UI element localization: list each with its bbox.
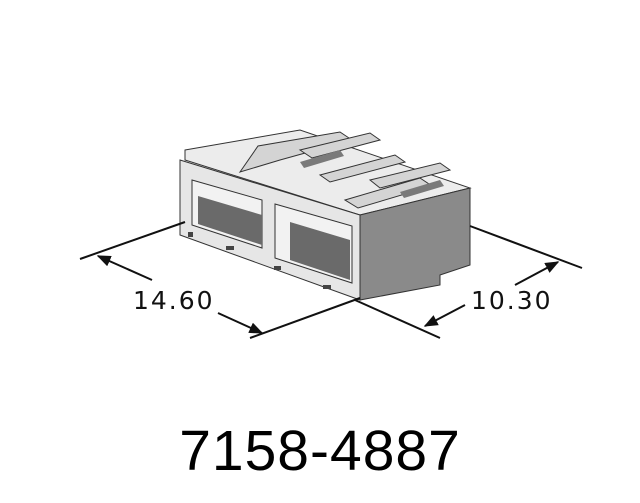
connector-housing [179,129,472,301]
part-number: 7158-4887 [179,419,461,483]
cavity-2 [274,203,353,284]
width-dimension-label: 14.60 [133,286,215,315]
bottom-feet [188,232,331,289]
cavity-1 [191,179,263,249]
top-ribs [238,131,452,209]
depth-dimension [354,225,583,339]
depth-dimension-label: 10.30 [471,286,553,315]
width-dimension [79,221,361,339]
rib-slots [300,150,444,198]
